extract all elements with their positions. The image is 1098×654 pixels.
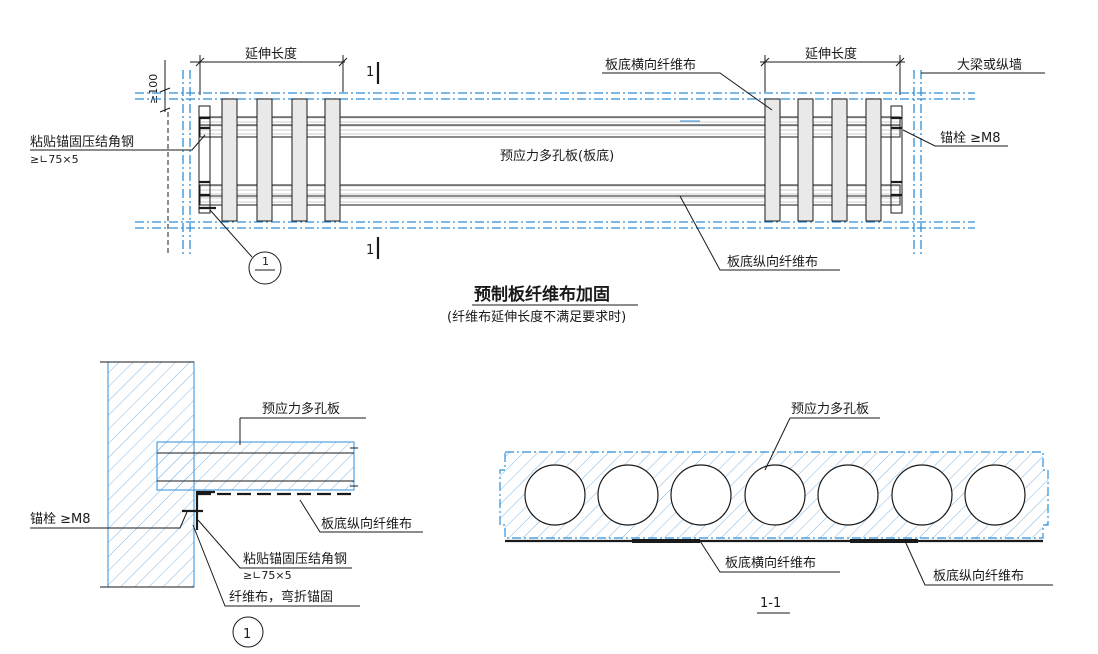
transverse-fiber-strips-right <box>764 98 882 222</box>
section-longitudinal-label: 板底纵向纤维布 <box>933 568 1024 584</box>
dimension-100 <box>159 60 171 113</box>
plan-view: 延伸长度 延伸长度 ≥100 <box>30 46 1045 325</box>
dimension-line-top <box>190 55 905 95</box>
section-view: 预应力多孔板 板底横向纤维布 板底纵向纤维布 1-1 <box>499 401 1053 614</box>
section-transverse-label: 板底横向纤维布 <box>725 555 816 571</box>
detail-reference-number: 1 <box>262 255 269 268</box>
plan-title: 预制板纤维布加固 <box>474 284 610 305</box>
detail-number-circle <box>232 616 264 648</box>
detail-view: 预应力多孔板 锚栓 ≥M8 板底纵向纤维布 粘贴锚固压结角钢 ≥∟75×5 纤维… <box>30 361 423 648</box>
angle-steel-right <box>890 105 903 214</box>
detail-angle-label-2: ≥∟75×5 <box>243 569 292 582</box>
slab-holes <box>524 464 1026 526</box>
plan-leaders <box>30 72 1045 271</box>
section-slab-label: 预应力多孔板 <box>791 401 869 417</box>
transverse-fiber-strips-left <box>221 98 341 222</box>
plan-slab-label: 预应力多孔板(板底) <box>500 148 614 164</box>
plan-bolt-label: 锚栓 ≥M8 <box>940 131 1001 146</box>
detail-angle-label-1: 粘贴锚固压结角钢 <box>243 552 347 567</box>
plan-transverse-label: 板底横向纤维布 <box>605 57 696 73</box>
detail-number: 1 <box>243 627 251 642</box>
plan-longitudinal-label: 板底纵向纤维布 <box>727 254 818 270</box>
ext-length-left-label: 延伸长度 <box>245 46 297 62</box>
angle-steel-left <box>198 105 216 214</box>
section-mark-bottom-label: 1 <box>366 243 374 258</box>
detail-longitudinal-label: 板底纵向纤维布 <box>321 516 412 532</box>
section-mark-top-label: 1 <box>366 65 374 80</box>
dim-100-label: ≥100 <box>147 74 160 104</box>
plan-beam-wall-label: 大梁或纵墙 <box>957 58 1022 73</box>
ext-length-right-label: 延伸长度 <box>805 46 857 62</box>
plan-subtitle: (纤维布延伸长度不满足要求时) <box>447 309 626 325</box>
detail-fiber-bend-label: 纤维布，弯折锚固 <box>229 589 333 605</box>
detail-bolt-label: 锚栓 ≥M8 <box>30 512 91 527</box>
plan-angle-label-2: ≥∟75×5 <box>30 153 79 166</box>
plan-angle-label-1: 粘贴锚固压结角钢 <box>30 135 134 150</box>
section-title: 1-1 <box>760 596 781 611</box>
detail-slab-label: 预应力多孔板 <box>262 401 340 417</box>
detail-reference-marker <box>209 209 282 285</box>
